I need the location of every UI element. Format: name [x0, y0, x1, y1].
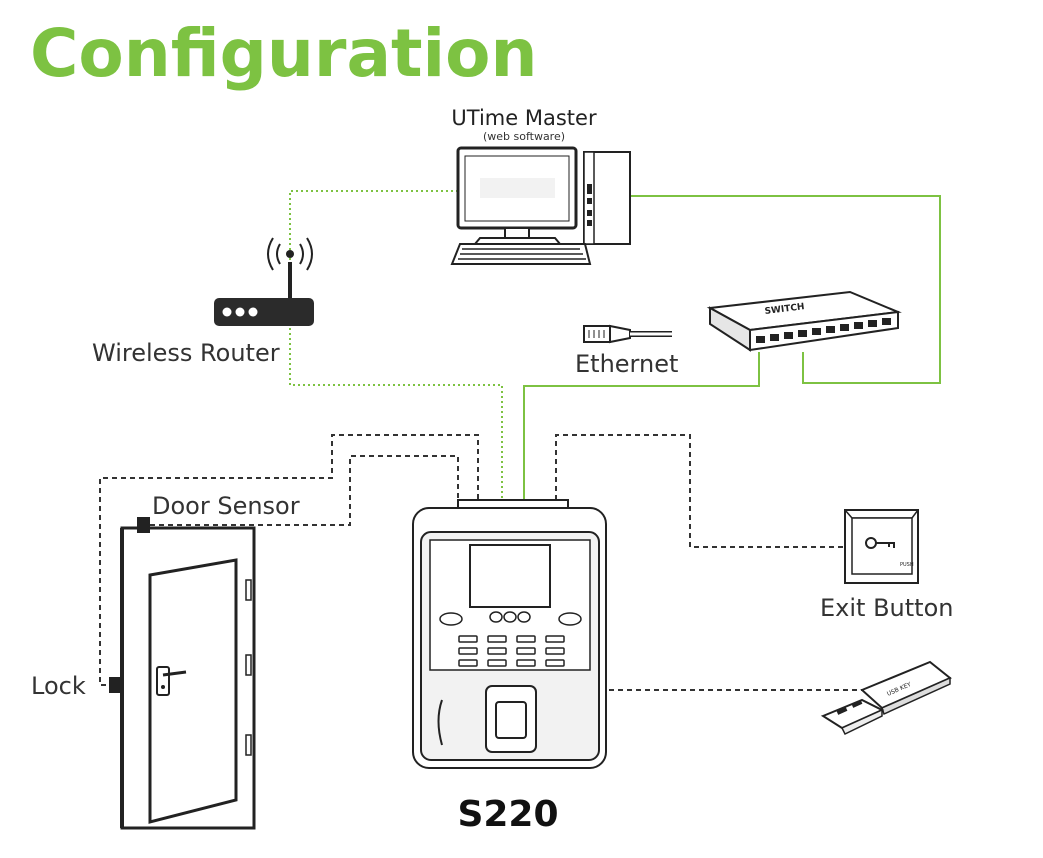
- exit-button-push-text: PUSH: [900, 562, 914, 568]
- wireless-link-router-pc: [289, 190, 458, 300]
- exit-button-wire: [555, 434, 845, 548]
- diagram-title: Configuration: [30, 15, 538, 92]
- door-sensor-block: [137, 517, 150, 533]
- lock-block: [109, 677, 122, 693]
- ethernet-link-pc-switch: [630, 195, 941, 384]
- lock-label: Lock: [31, 672, 86, 700]
- rj45-plug-icon: [583, 324, 672, 344]
- device-label: S220: [457, 794, 558, 835]
- desktop-computer-icon: [450, 146, 631, 265]
- wireless-router-label: Wireless Router: [92, 339, 280, 367]
- keypad-icon: [458, 635, 565, 667]
- network-switch-icon: [706, 290, 902, 352]
- utime-master-node: UTime Master (web software): [450, 106, 631, 265]
- connection-lines: [99, 190, 941, 691]
- door-sensor-wire: [150, 455, 459, 526]
- utime-subtitle: (web software): [483, 130, 565, 143]
- exit-button-node: PUSH Exit Button: [820, 509, 953, 622]
- door-node: Door Sensor Lock: [31, 492, 300, 830]
- usb-key-node: USB KEY: [820, 660, 952, 735]
- usb-key-icon: USB KEY: [820, 660, 952, 735]
- wireless-router-node: Wireless Router: [92, 237, 314, 367]
- s220-device-node: S220: [412, 499, 607, 835]
- utime-title: UTime Master: [451, 106, 597, 130]
- exit-button-label: Exit Button: [820, 594, 953, 622]
- exit-button-icon: PUSH: [844, 509, 919, 584]
- wireless-router-icon: [214, 237, 314, 326]
- network-switch-node: SWITCH: [706, 290, 902, 352]
- door-sensor-label: Door Sensor: [152, 492, 300, 520]
- ethernet-node: Ethernet: [575, 324, 678, 378]
- wireless-link-router-device: [289, 328, 503, 500]
- lock-wire: [99, 434, 479, 686]
- ethernet-link-switch-device: [523, 352, 760, 500]
- time-attendance-terminal-icon: [412, 499, 607, 769]
- ethernet-label: Ethernet: [575, 350, 678, 378]
- switch-label: SWITCH: [764, 302, 805, 317]
- door-icon: [120, 526, 256, 830]
